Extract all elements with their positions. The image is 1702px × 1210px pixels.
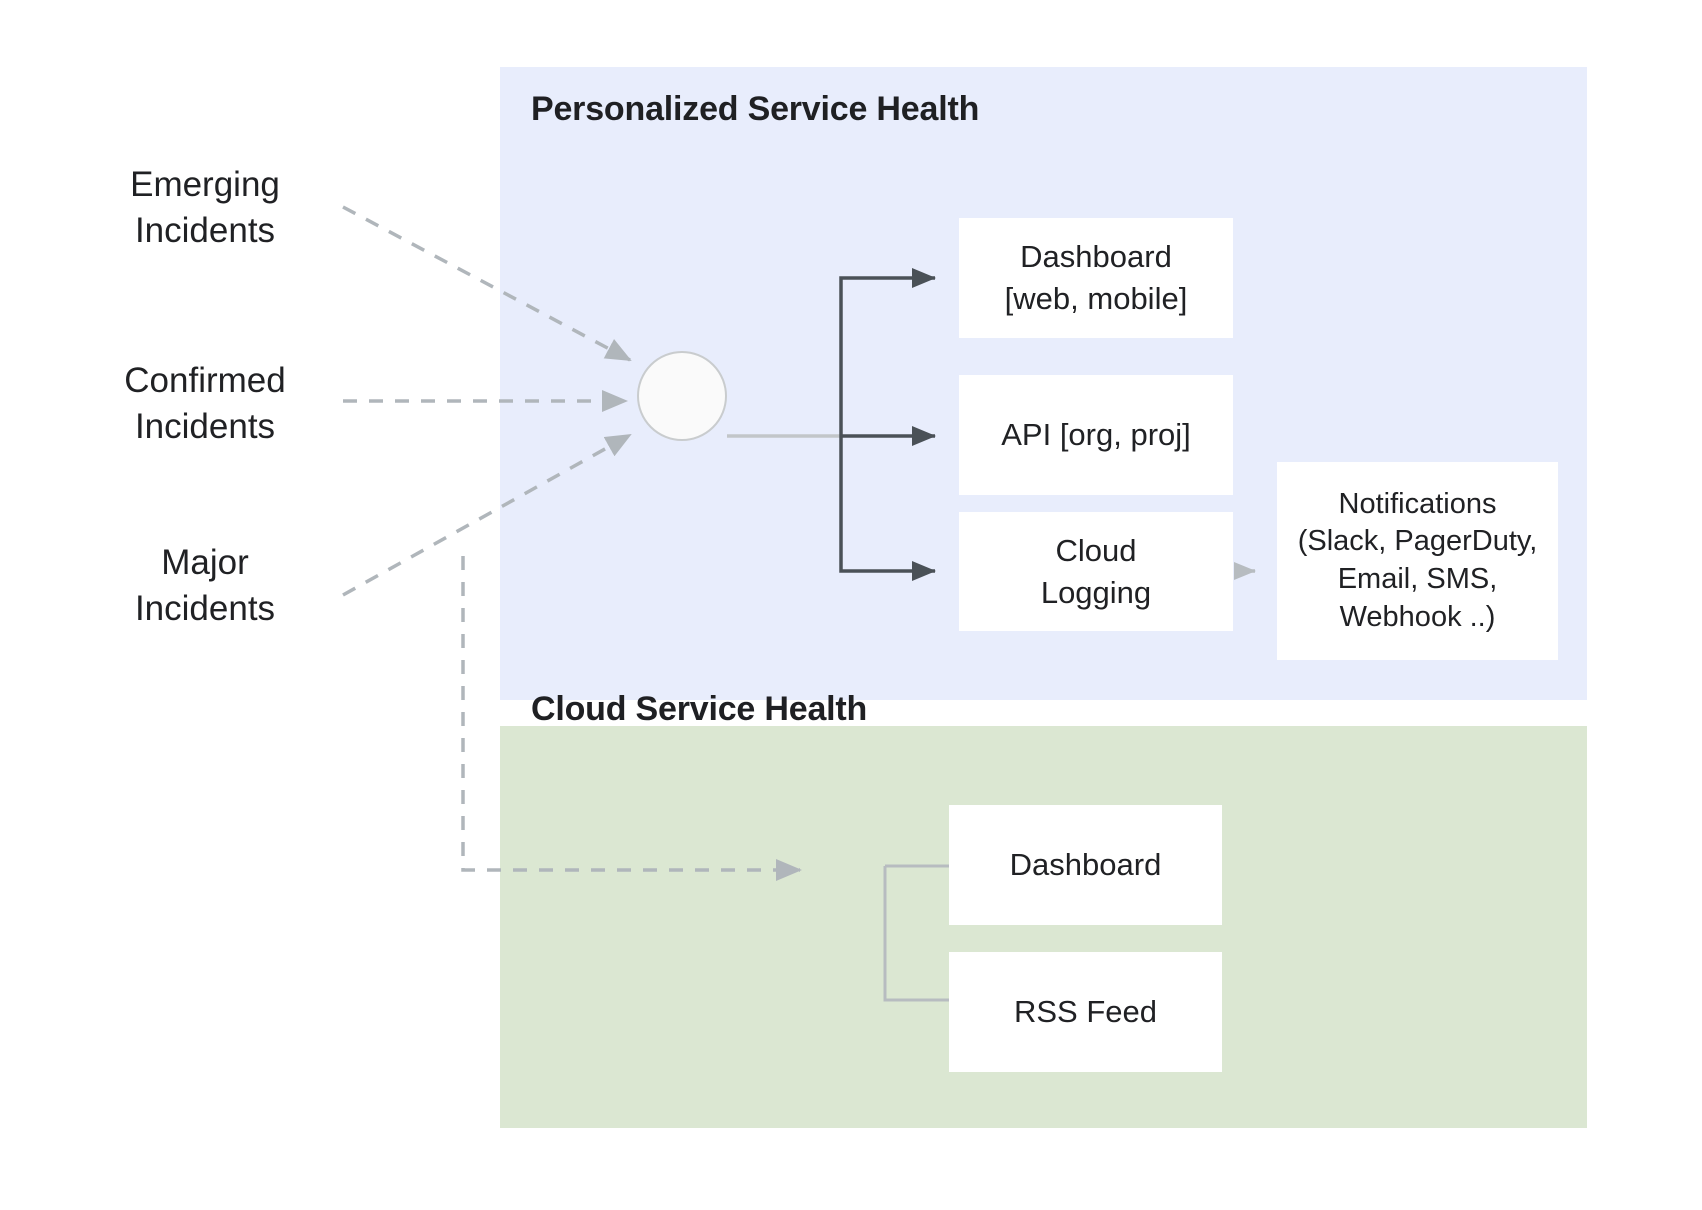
hub-node[interactable] <box>637 351 727 441</box>
node-csh-rss-feed[interactable]: RSS Feed <box>949 952 1222 1072</box>
node-psh-notifications[interactable]: Notifications (Slack, PagerDuty, Email, … <box>1277 462 1558 660</box>
source-label-emerging-incidents: Emerging Incidents <box>130 165 280 251</box>
node-csh-dashboard[interactable]: Dashboard <box>949 805 1222 925</box>
node-psh-api[interactable]: API [org, proj] <box>959 375 1233 495</box>
node-psh-cloud-logging[interactable]: Cloud Logging <box>959 512 1233 631</box>
source-label-major-incidents: Major Incidents <box>134 543 276 629</box>
panel-title-personalized-service-health: Personalized Service Health <box>531 90 980 128</box>
source-label-confirmed-incidents: Confirmed Incidents <box>124 361 286 447</box>
panel-title-cloud-service-health: Cloud Service Health <box>531 690 868 728</box>
node-psh-dashboard[interactable]: Dashboard [web, mobile] <box>959 218 1233 338</box>
